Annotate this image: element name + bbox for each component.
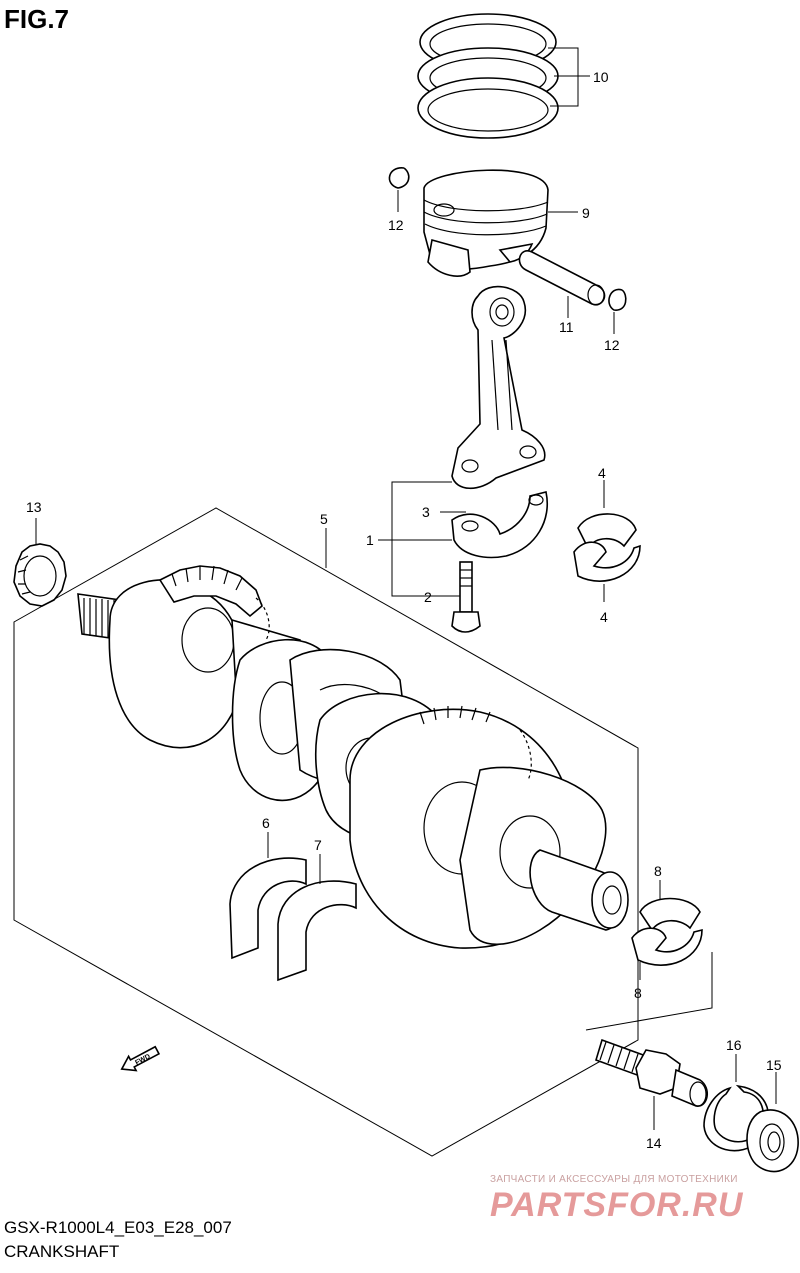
callout-4-top: 4 (598, 465, 606, 481)
thrust-bearing-6[interactable] (229, 832, 307, 960)
callout-12-left: 12 (388, 217, 404, 233)
callout-9: 9 (582, 205, 590, 221)
callout-4-bottom: 4 (600, 609, 608, 625)
callout-8-top: 8 (654, 863, 662, 879)
primary-drive-gear[interactable] (13, 518, 67, 607)
con-rod-bolt[interactable] (451, 561, 481, 633)
callout-14: 14 (646, 1135, 662, 1151)
bolt-group-bracket (585, 952, 713, 1031)
piston-pin[interactable] (518, 250, 606, 318)
con-rod-cap[interactable] (451, 491, 548, 559)
callout-5: 5 (320, 511, 328, 527)
crankshaft-bounding-box (13, 507, 639, 1157)
diagram-name: CRANKSHAFT (4, 1242, 120, 1261)
callout-6: 6 (262, 815, 270, 831)
piston-pin-circlip-left[interactable] (388, 167, 410, 212)
callout-12-right: 12 (604, 337, 620, 353)
callout-10: 10 (593, 69, 609, 85)
callout-1: 1 (366, 532, 374, 548)
crankshaft[interactable] (77, 565, 629, 949)
fwd-arrow-icon: FWD (120, 1045, 161, 1072)
con-rod-bearing[interactable] (573, 480, 641, 602)
watermark-brand: PARTSFOR.RU (490, 1186, 744, 1224)
callout-13: 13 (26, 499, 42, 515)
figure-label: FIG.7 (4, 4, 70, 34)
thrust-bearing-7[interactable] (277, 854, 357, 982)
piston-pin-circlip-right[interactable] (608, 288, 627, 334)
callout-2: 2 (424, 589, 432, 605)
watermark-tagline: ЗАПЧАСТИ И АКСЕССУАРЫ ДЛЯ МОТОТЕХНИКИ (490, 1174, 738, 1185)
callout-7: 7 (314, 837, 322, 853)
callout-8-bottom: 8 (634, 985, 642, 1001)
diagram-code: GSX-R1000L4_E03_E28_007 (4, 1218, 232, 1237)
piston-ring-set[interactable] (417, 13, 590, 139)
piston[interactable] (423, 169, 578, 277)
callout-11: 11 (559, 319, 574, 335)
crankshaft-journal-bearing[interactable] (631, 880, 703, 980)
bolt-14[interactable] (595, 1038, 708, 1130)
callout-16: 16 (726, 1037, 742, 1053)
oil-seal-15[interactable] (746, 1072, 799, 1173)
connecting-rod[interactable] (451, 285, 546, 490)
fwd-arrow-label: FWD (134, 1053, 151, 1067)
callout-3: 3 (422, 504, 430, 520)
callout-15: 15 (766, 1057, 782, 1073)
